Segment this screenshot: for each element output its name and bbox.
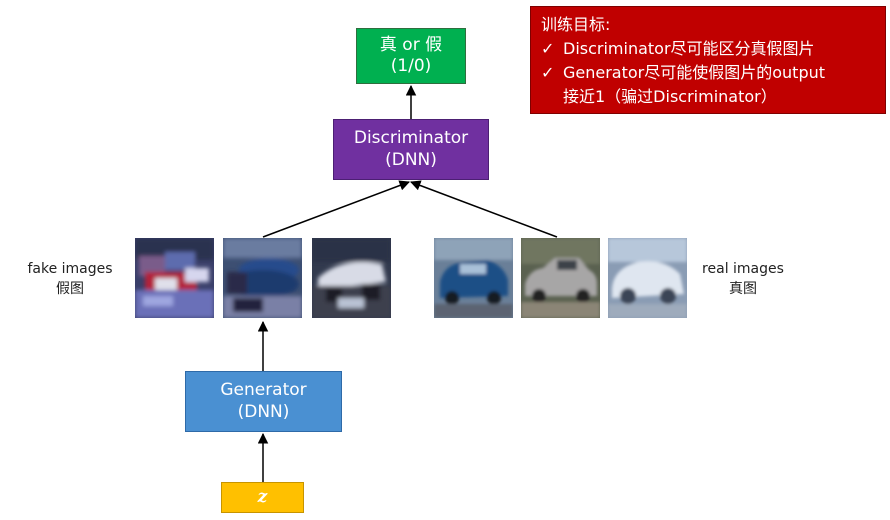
output-node-label: 真 or 假 <box>379 34 443 55</box>
training-goal-box: 训练目标: ✓ Discriminator尽可能区分真假图片 ✓ Generat… <box>530 6 886 114</box>
arrow-fake-to-discriminator <box>262 180 410 238</box>
goal-item-discriminator: ✓ Discriminator尽可能区分真假图片 <box>541 37 875 61</box>
goal-item-text: Generator尽可能使假图片的output 接近1（骗过Discrimina… <box>563 61 825 109</box>
noise-node: z <box>221 482 304 513</box>
fake-image-3 <box>312 238 391 318</box>
output-node: 真 or 假 (1/0) <box>356 28 466 84</box>
generator-label: Generator <box>220 380 307 401</box>
discriminator-label: Discriminator <box>353 128 469 149</box>
training-goal-title: 训练目标: <box>541 15 611 34</box>
real-images-label: real images 真图 <box>693 259 793 299</box>
fake-image-2 <box>223 238 302 318</box>
goal-item-text: Discriminator尽可能区分真假图片 <box>563 39 815 58</box>
real-image-3 <box>608 238 687 318</box>
discriminator-sublabel: (DNN) <box>385 149 437 170</box>
fake-images-label-en: fake images <box>27 261 113 277</box>
output-node-value: (1/0) <box>390 56 432 76</box>
generator-node: Generator (DNN) <box>185 371 342 432</box>
arrow-real-to-discriminator <box>410 180 558 238</box>
real-image-1 <box>434 238 513 318</box>
checkmark-icon: ✓ <box>541 63 555 82</box>
real-images-label-en: real images <box>702 261 784 277</box>
goal-item-text-line2: 接近1（骗过Discriminator） <box>563 87 777 106</box>
fake-images-label-zh: 假图 <box>56 281 84 297</box>
noise-label: z <box>257 486 268 507</box>
discriminator-node: Discriminator (DNN) <box>333 119 489 180</box>
generator-sublabel: (DNN) <box>237 401 290 422</box>
fake-images-label: fake images 假图 <box>20 259 120 299</box>
goal-item-text-line1: Generator尽可能使假图片的output <box>563 63 826 82</box>
real-images-label-zh: 真图 <box>729 281 757 297</box>
checkmark-icon: ✓ <box>541 39 555 58</box>
real-image-2 <box>521 238 600 318</box>
fake-image-1 <box>135 238 214 318</box>
goal-item-generator: ✓ Generator尽可能使假图片的output 接近1（骗过Discrimi… <box>541 61 875 109</box>
